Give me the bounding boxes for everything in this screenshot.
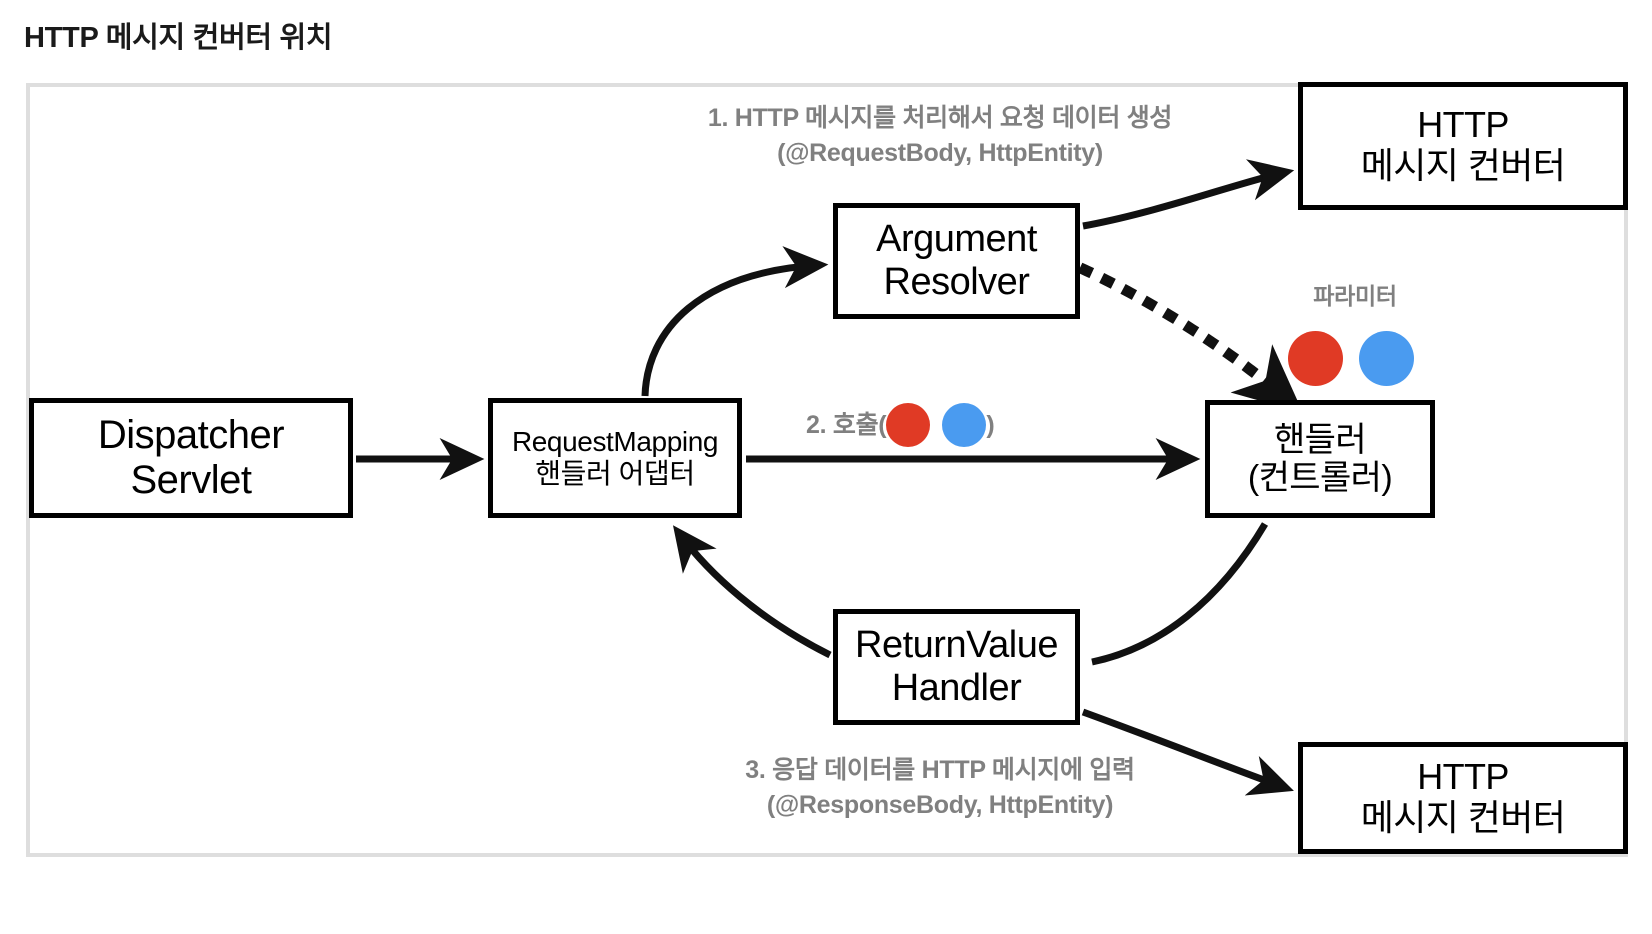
annotation-step-1-line-1: 1. HTTP 메시지를 처리해서 요청 데이터 생성 (707, 104, 1173, 132)
node-return-value-handler-line-1: ReturnValue (855, 624, 1058, 667)
annotation-step-2-prefix: 2. 호출( (806, 410, 887, 439)
node-argument-resolver[interactable]: Argument Resolver (833, 203, 1080, 319)
node-return-value-handler[interactable]: ReturnValue Handler (833, 609, 1080, 725)
node-handler-controller-line-2: (컨트롤러) (1247, 459, 1393, 497)
node-request-mapping-handler-adapter[interactable]: RequestMapping 핸들러 어댑터 (488, 398, 742, 518)
node-dispatcher-servlet[interactable]: Dispatcher Servlet (29, 398, 353, 518)
node-handler-controller[interactable]: 핸들러 (컨트롤러) (1205, 400, 1435, 518)
annotation-step-3-line-2: (@ResponseBody, HttpEntity) (766, 790, 1114, 819)
annotation-step-3: 3. 응답 데이터를 HTTP 메시지에 입력 (@ResponseBody, … (600, 753, 1280, 822)
parameter-dots-group (1288, 331, 1414, 386)
node-dispatcher-servlet-line-2: Servlet (130, 458, 253, 502)
node-http-message-converter-top[interactable]: HTTP 메시지 컨버터 (1298, 82, 1628, 210)
parameter-dot-blue (1359, 331, 1414, 386)
node-argument-resolver-line-2: Resolver (883, 261, 1030, 303)
annotation-step-3-line-1: 3. 응답 데이터를 HTTP 메시지에 입력 (745, 756, 1135, 784)
page-title: HTTP 메시지 컨버터 위치 (24, 22, 333, 54)
annotation-parameter-label: 파라미터 (1313, 283, 1397, 309)
node-converter-top-line-2: 메시지 컨버터 (1360, 145, 1566, 186)
parameter-dot-red (1288, 331, 1343, 386)
annotation-step-1: 1. HTTP 메시지를 처리해서 요청 데이터 생성 (@RequestBod… (630, 101, 1250, 170)
node-dispatcher-servlet-line-1: Dispatcher (97, 412, 285, 457)
annotation-step-2-suffix: ) (986, 410, 995, 439)
annotation-step-2: 2. 호출( ) (806, 403, 995, 447)
annotation-step-1-line-2: (@RequestBody, HttpEntity) (777, 138, 1103, 167)
node-request-mapping-line-1: RequestMapping (511, 426, 719, 458)
parameter-dot-red-inline (886, 403, 931, 447)
node-return-value-handler-line-2: Handler (891, 667, 1022, 709)
node-request-mapping-line-2: 핸들러 어댑터 (535, 458, 695, 489)
node-argument-resolver-line-1: Argument (876, 218, 1037, 261)
node-converter-top-line-1: HTTP (1417, 104, 1509, 146)
node-converter-bottom-line-1: HTTP (1417, 756, 1509, 798)
parameter-dot-blue-inline (942, 403, 987, 447)
node-http-message-converter-bottom[interactable]: HTTP 메시지 컨버터 (1298, 742, 1628, 854)
node-handler-controller-line-1: 핸들러 (1273, 420, 1367, 459)
node-converter-bottom-line-2: 메시지 컨버터 (1360, 797, 1566, 838)
